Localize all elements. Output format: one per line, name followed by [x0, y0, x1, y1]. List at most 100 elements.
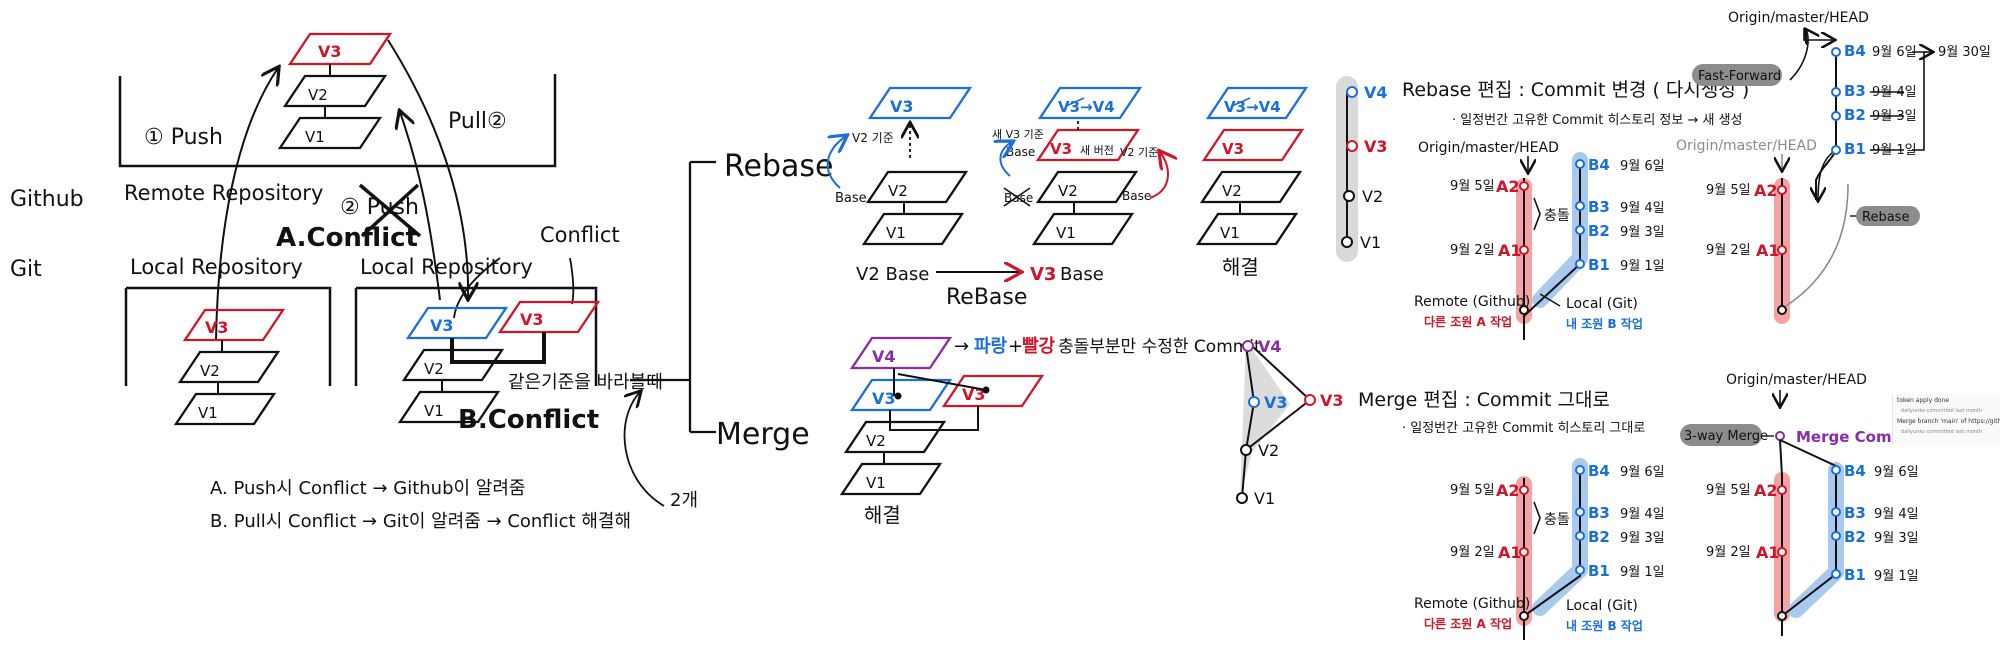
label-v3: V3	[890, 97, 914, 116]
label-v3: V3	[1222, 140, 1244, 158]
label-b3: B3	[1844, 504, 1866, 522]
merge-branch-graph: 9월 5일 A2 9월 2일 A1 B4 9월 6일 B3 9월 4일 B2 9…	[1414, 458, 1665, 640]
label-other-a: 다른 조원 A 작업	[1424, 314, 1512, 329]
label-d96: 9월 6일	[1620, 159, 1665, 174]
commit-v2-remote	[282, 74, 388, 108]
label-d93: 9월 3일	[1620, 225, 1665, 240]
label-v2: V2	[308, 86, 328, 104]
rebase-diagram-v2-base: V3 V2 기준 V2 V1 Base V2 Base V3 Base ReBa…	[826, 86, 1104, 310]
pull-arrow	[387, 39, 468, 298]
label-red: 빨강	[1022, 336, 1056, 357]
label-local-git: Local (Git)	[1566, 598, 1638, 614]
label-d92: 9월 2일	[1450, 545, 1495, 560]
label-d92: 9월 2일	[1450, 243, 1495, 258]
label-d95: 9월 5일	[1706, 183, 1751, 198]
label-v3-remote: V3	[318, 42, 342, 61]
git-label: Git	[10, 257, 42, 282]
label-a1: A1	[1498, 241, 1522, 260]
label-b3: B3	[1588, 504, 1610, 522]
github-label: Github	[10, 187, 84, 212]
same-base-label: 같은기준을 바라볼때	[508, 372, 663, 393]
rebase-linear-history: V4 V3 V2 V1	[1336, 76, 1388, 262]
label-plus: +	[1008, 336, 1023, 357]
label-v2: V2	[200, 362, 220, 380]
label-d91: 9월 1일	[1620, 259, 1665, 274]
label-local-repo-left: Local Repository	[130, 255, 303, 279]
rebase-branch-graph: Origin/master/HEAD 9월 5일 A2 9월 2일 A1 B4 …	[1414, 140, 1665, 340]
label-d95: 9월 5일	[1450, 179, 1495, 194]
label-b4: B4	[1844, 42, 1866, 60]
label-collide: 충돌	[1544, 208, 1570, 224]
label-d91: 9월 1일	[1620, 565, 1665, 580]
label-b2: B2	[1588, 528, 1610, 546]
note-b: B. Pull시 Conflict → Git이 알려줌 → Conflict …	[210, 511, 631, 532]
local-repository-left-group: Local Repository V3 V2 V1	[124, 255, 332, 426]
label-d96: 9월 6일	[1874, 465, 1919, 480]
push-label: ① Push	[144, 125, 223, 150]
label-v3: V3	[872, 389, 896, 408]
label-v3: V3	[1364, 137, 1388, 156]
label-v2-base-lbl: V2 기준	[1120, 146, 1158, 159]
label-base: Base	[1060, 264, 1104, 285]
label-b4: B4	[1844, 462, 1866, 480]
rebase-heading: Rebase	[724, 149, 833, 184]
label-v3: V3	[1050, 140, 1072, 158]
label-v3: V3	[430, 316, 454, 335]
label-merge-commit: Merge Commit	[1796, 428, 1920, 446]
label-v4: V4	[872, 347, 896, 366]
label-d93: 9월 3일	[1620, 531, 1665, 546]
label-d94: 9월 4일	[1620, 201, 1665, 216]
label-v3: V3	[1320, 391, 1344, 410]
label-v1: V1	[1360, 233, 1381, 252]
commit-v3-remote	[287, 32, 393, 66]
label-v3: V3	[520, 310, 544, 329]
label-b4: B4	[1588, 156, 1610, 174]
label-rebase-bottom: ReBase	[946, 285, 1027, 310]
label-a1: A1	[1498, 543, 1522, 562]
label-v2: V2	[866, 432, 886, 450]
conflict-b-label: B.Conflict	[458, 405, 599, 435]
label-b1: B1	[1844, 140, 1866, 158]
label-collide: 충돌	[1544, 512, 1570, 528]
label-v1: V1	[1254, 489, 1275, 508]
label-mine-b: 내 조원 B 작업	[1566, 316, 1643, 331]
label-resolve: 해결	[864, 503, 901, 527]
label-a2: A2	[1754, 181, 1778, 200]
label-mine-b: 내 조원 B 작업	[1566, 618, 1643, 633]
label-new-v3-base: 새 V3 기준	[992, 128, 1044, 141]
label-a1: A1	[1756, 241, 1780, 260]
label-d92: 9월 2일	[1706, 545, 1751, 560]
label-v4: V4	[1364, 83, 1388, 102]
notif-sub-2: daliyunko committed last month	[1901, 429, 1983, 435]
label-resolve: 해결	[1222, 255, 1259, 279]
label-d95: 9월 5일	[1706, 483, 1751, 498]
label-a2: A2	[1496, 481, 1520, 500]
merge-result-graph: Origin/master/HEAD 3-way Merge Merge Com…	[1680, 372, 1920, 636]
label-fast-forward: Fast-Forward	[1698, 69, 1781, 84]
note-a: A. Push시 Conflict → Github이 알려줌	[210, 478, 525, 499]
label-v3-v4: V3→V4	[1224, 98, 1281, 116]
label-new-ver: 새 버전	[1080, 144, 1114, 157]
label-d95: 9월 5일	[1450, 483, 1495, 498]
label-remote-github: Remote (Github)	[1414, 596, 1530, 612]
merge-edit-title: Merge 편집 : Commit 그대로	[1358, 389, 1610, 411]
push-arrow	[215, 68, 278, 341]
label-v1: V1	[1056, 224, 1076, 242]
label-v1: V1	[305, 128, 325, 146]
label-b2: B2	[1844, 528, 1866, 546]
label-a2: A2	[1754, 481, 1778, 500]
label-remote-github: Remote (Github)	[1414, 294, 1530, 310]
label-v1: V1	[1220, 224, 1240, 242]
label-v2: V2	[424, 360, 444, 378]
local-repository-right-group: Local Repository Conflict V3 V3 V2 V1 같은…	[354, 223, 663, 435]
conflict-top-label: Conflict	[540, 223, 620, 247]
rebase-result-graph: Origin/master/HEAD Fast-Forward Origin/m…	[1676, 10, 1991, 324]
merge-diagram-stack: V4 V3 V3 V2 V1 해결 → 파랑 + 빨강 충돌부분만 수정한 Co…	[839, 336, 1261, 527]
merge-heading: Merge	[716, 417, 810, 452]
label-v3: V3	[1264, 393, 1288, 412]
label-merge-commit-note-post: 충돌부분만 수정한 Commit	[1058, 337, 1261, 357]
label-base: Base	[1006, 145, 1035, 159]
label-b1: B1	[1588, 562, 1610, 580]
label-v2-base-lbl: V2 기준	[852, 131, 894, 145]
